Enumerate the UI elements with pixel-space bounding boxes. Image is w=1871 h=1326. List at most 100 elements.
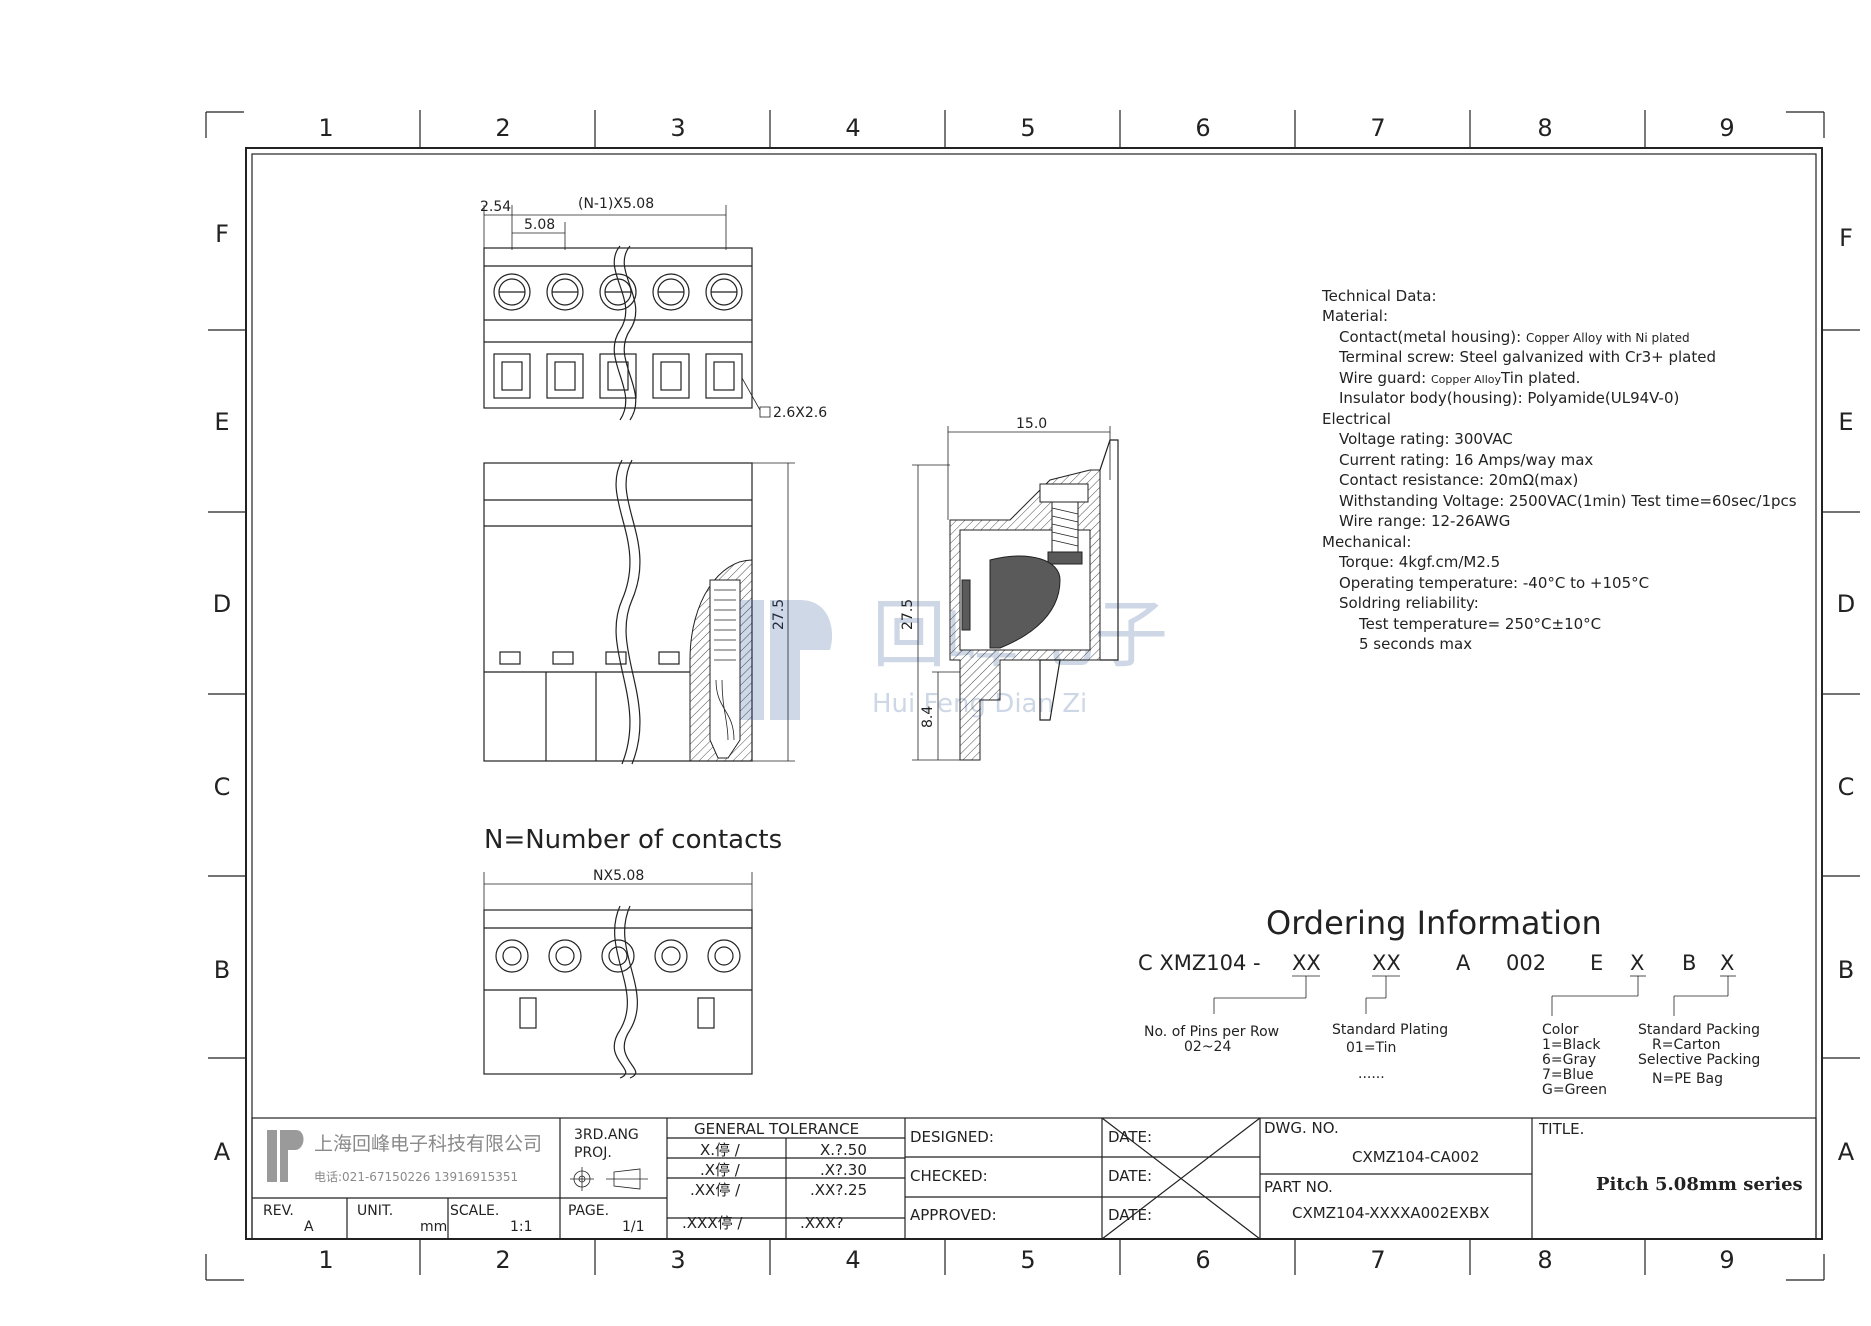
- rev-value: A: [304, 1219, 314, 1235]
- zone-row-labels-right: F E D C B A: [1837, 224, 1855, 1166]
- zone-col-label: 3: [670, 1246, 685, 1274]
- dim-pitch: 5.08: [524, 217, 555, 233]
- zone-col-label: 2: [495, 114, 510, 142]
- tech-line: 5 seconds max: [1359, 635, 1472, 653]
- projection-symbol-icon: [570, 1167, 648, 1191]
- checked-label: CHECKED:: [910, 1167, 988, 1185]
- ordering-code: XX: [1372, 951, 1401, 975]
- zone-row-label: B: [214, 956, 230, 984]
- tech-line: Electrical: [1322, 410, 1391, 428]
- zone-col-label: 1: [318, 1246, 333, 1274]
- order-desc: ......: [1358, 1066, 1385, 1082]
- tech-line: Torque: 4kgf.cm/M2.5: [1338, 553, 1500, 571]
- ordering-code: E: [1590, 951, 1603, 975]
- tech-line: Operating temperature: -40°C to +105°C: [1339, 574, 1649, 592]
- tech-line: Mechanical:: [1322, 533, 1411, 551]
- order-desc: Standard Packing: [1638, 1022, 1760, 1038]
- unit-label: UNIT.: [357, 1203, 393, 1219]
- zone-col-label: 4: [845, 114, 860, 142]
- zone-row-label: F: [1839, 224, 1853, 252]
- zone-col-label: 8: [1537, 1246, 1552, 1274]
- technical-data: Technical Data: Material: Contact(metal …: [1321, 287, 1797, 653]
- tolerance-cell: X.?.50: [820, 1141, 867, 1159]
- tech-line: Wire range: 12-26AWG: [1339, 512, 1510, 530]
- unit-value: mm: [420, 1219, 447, 1235]
- order-desc: Color: [1542, 1022, 1579, 1038]
- zone-col-label: 4: [845, 1246, 860, 1274]
- front-view: 2.54 5.08 (N-1)X5.08 2.6X2.6: [480, 196, 827, 421]
- zone-row-label: B: [1838, 956, 1854, 984]
- zone-col-label: 9: [1719, 1246, 1734, 1274]
- zone-row-label: D: [213, 590, 231, 618]
- zone-col-label: 5: [1020, 114, 1035, 142]
- date-label: DATE:: [1108, 1128, 1152, 1146]
- ordering-code: X: [1630, 951, 1644, 975]
- ordering-information: Ordering Information C XMZ104 - XX XX A …: [1138, 904, 1760, 1098]
- tech-line: Terminal screw: Steel galvanized with Cr…: [1338, 348, 1716, 366]
- tech-line: Technical Data:: [1321, 287, 1437, 305]
- zone-column-labels-bottom: 1 2 3 4 5 6 7 8 9: [318, 1246, 1734, 1274]
- section-view: 27.5: [483, 459, 795, 765]
- dwg-no-label: DWG. NO.: [1264, 1119, 1339, 1137]
- dim-span: (N-1)X5.08: [578, 196, 654, 212]
- order-desc: 1=Black: [1542, 1037, 1601, 1053]
- part-no-label: PART NO.: [1264, 1178, 1333, 1196]
- company-name: 上海回峰电子科技有限公司: [314, 1133, 542, 1155]
- zone-col-label: 6: [1195, 1246, 1210, 1274]
- side-view: 15.0 27.5 8.4: [900, 416, 1119, 761]
- dim-square: 2.6X2.6: [773, 405, 827, 421]
- tech-line: Insulator body(housing): Polyamide(UL94V…: [1339, 389, 1679, 407]
- designed-label: DESIGNED:: [910, 1128, 994, 1146]
- tech-line: Wire guard: Copper AlloyTin plated.: [1339, 369, 1580, 387]
- order-desc: 02~24: [1184, 1039, 1231, 1055]
- dim-height-a: 27.5: [771, 599, 787, 630]
- approved-label: APPROVED:: [910, 1206, 997, 1224]
- tech-line: Soldring reliability:: [1339, 594, 1479, 612]
- zone-row-label: A: [214, 1138, 231, 1166]
- ordering-title: Ordering Information: [1266, 904, 1602, 942]
- ordering-code: 002: [1506, 951, 1546, 975]
- title-label: TITLE.: [1538, 1120, 1584, 1138]
- ordering-code: A: [1456, 951, 1471, 975]
- ordering-code: X: [1720, 951, 1734, 975]
- date-label: DATE:: [1108, 1206, 1152, 1224]
- top-view: N=Number of contacts NX5.08: [483, 825, 782, 1079]
- projection-label: 3RD.ANG: [574, 1127, 639, 1143]
- scale-value: 1:1: [510, 1219, 533, 1235]
- order-desc: Standard Plating: [1332, 1022, 1448, 1038]
- zone-col-label: 8: [1537, 114, 1552, 142]
- zone-col-label: 7: [1370, 1246, 1385, 1274]
- tech-line: Contact resistance: 20mΩ(max): [1339, 471, 1578, 489]
- part-no-value: CXMZ104-XXXXA002EXBX: [1292, 1204, 1490, 1222]
- zone-ticks: [208, 110, 1860, 1275]
- order-desc: No. of Pins per Row: [1144, 1024, 1279, 1040]
- zone-col-label: 1: [318, 114, 333, 142]
- zone-row-label: C: [1838, 773, 1855, 801]
- dim-pin-length: 8.4: [920, 706, 936, 728]
- zone-column-labels-top: 1 2 3 4 5 6 7 8 9: [318, 114, 1734, 142]
- tolerance-cell: .XXX?: [800, 1214, 844, 1232]
- dim-width: NX5.08: [593, 868, 644, 884]
- dim-depth: 15.0: [1016, 416, 1047, 432]
- zone-col-label: 7: [1370, 114, 1385, 142]
- tech-line: Voltage rating: 300VAC: [1339, 430, 1513, 448]
- dim-height-b: 27.5: [900, 599, 916, 630]
- tech-line: Material:: [1322, 307, 1388, 325]
- tolerance-cell: X.停 /: [700, 1141, 741, 1159]
- title-block: 上海回峰电子科技有限公司 电话:021-67150226 13916915351…: [251, 1117, 1817, 1240]
- zone-row-label: C: [214, 773, 231, 801]
- page-value: 1/1: [622, 1219, 645, 1235]
- zone-row-labels-left: F E D C B A: [213, 220, 231, 1166]
- tolerance-cell: .X?.30: [820, 1161, 867, 1179]
- order-desc: G=Green: [1542, 1082, 1607, 1098]
- ordering-code: B: [1682, 951, 1696, 975]
- tech-line: Test temperature= 250°C±10°C: [1358, 615, 1601, 633]
- ordering-code: C XMZ104 -: [1138, 951, 1261, 975]
- order-desc: 7=Blue: [1542, 1067, 1594, 1083]
- tolerance-cell: .XXX停 /: [682, 1214, 743, 1232]
- date-label: DATE:: [1108, 1167, 1152, 1185]
- dwg-no-value: CXMZ104-CA002: [1352, 1148, 1479, 1166]
- order-desc: R=Carton: [1652, 1037, 1721, 1053]
- zone-row-label: D: [1837, 590, 1855, 618]
